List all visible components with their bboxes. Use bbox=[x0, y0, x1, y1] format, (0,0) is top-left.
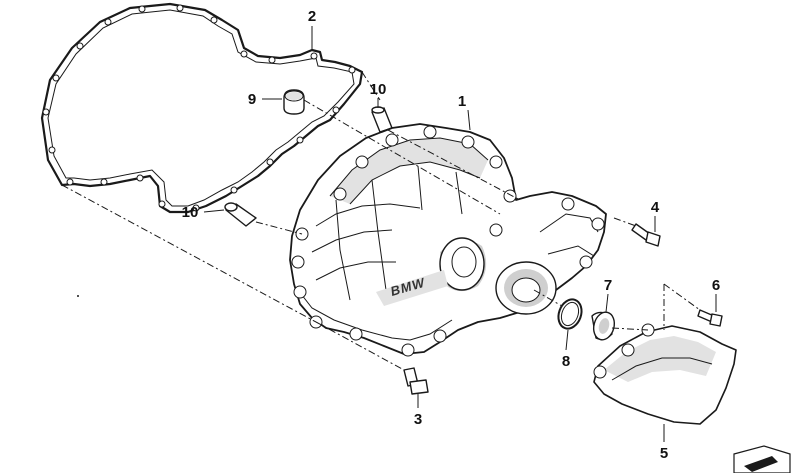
callout-7: 7 bbox=[604, 277, 612, 313]
callout-8: 8 bbox=[562, 329, 570, 370]
callout-10-lower: 10 bbox=[182, 204, 225, 221]
corner-arrow-icon[interactable] bbox=[733, 445, 791, 473]
callout-label-6: 6 bbox=[712, 277, 720, 294]
callout-1: 1 bbox=[458, 93, 471, 131]
bolt-part-3 bbox=[403, 367, 429, 395]
engine-cover-part-1: BMW bbox=[289, 123, 607, 357]
callout-label-10-upper: 10 bbox=[370, 81, 387, 98]
gasket-part-2 bbox=[40, 2, 364, 214]
callout-10-upper: 10 bbox=[370, 81, 387, 108]
callout-5: 5 bbox=[660, 424, 668, 462]
stray-mark bbox=[77, 295, 79, 297]
guard-part-5 bbox=[593, 323, 737, 425]
callout-label-9: 9 bbox=[248, 91, 256, 108]
callout-label-4: 4 bbox=[651, 199, 660, 216]
callout-label-7: 7 bbox=[604, 277, 612, 294]
callout-label-1: 1 bbox=[458, 93, 466, 110]
callout-label-3: 3 bbox=[414, 411, 422, 428]
bolt-part-4 bbox=[631, 223, 661, 247]
callout-6: 6 bbox=[712, 277, 720, 312]
callout-9: 9 bbox=[248, 91, 282, 108]
callout-label-10-lower: 10 bbox=[182, 204, 199, 221]
callout-label-2: 2 bbox=[308, 8, 316, 25]
assembly-lines bbox=[61, 71, 701, 371]
plug-part-9 bbox=[283, 89, 305, 115]
dowel-pin-part-10-lower bbox=[224, 202, 257, 227]
bolt-part-6 bbox=[697, 309, 723, 327]
cap-part-7 bbox=[591, 311, 616, 341]
callout-4: 4 bbox=[651, 199, 660, 232]
callout-label-5: 5 bbox=[660, 445, 668, 462]
callout-3: 3 bbox=[414, 394, 422, 428]
callout-label-8: 8 bbox=[562, 353, 570, 370]
callout-2: 2 bbox=[308, 8, 316, 50]
o-ring-part-8 bbox=[557, 298, 583, 330]
